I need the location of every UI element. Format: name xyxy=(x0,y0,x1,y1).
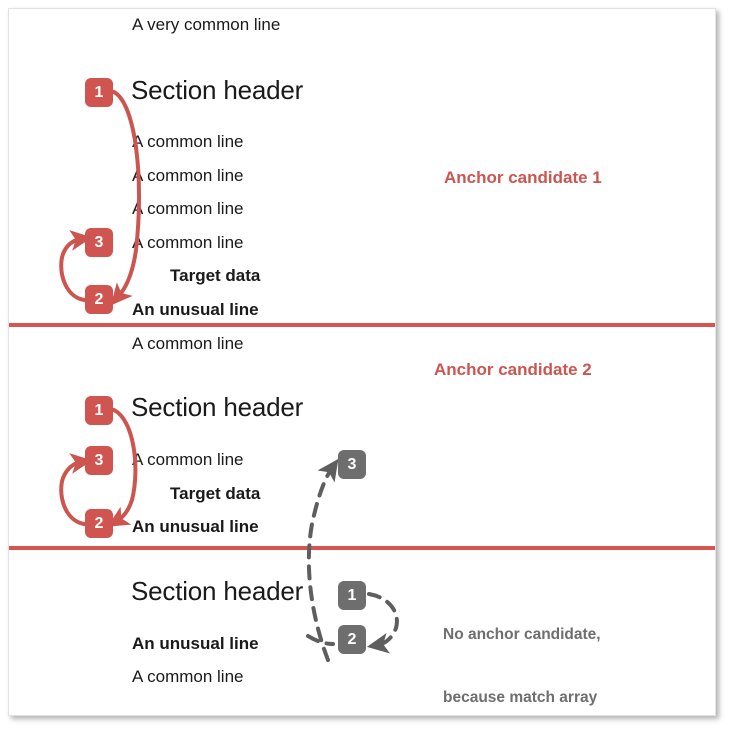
anchor-candidate-2-label: Anchor candidate 2 xyxy=(434,360,592,379)
section2-target-data: Target data xyxy=(170,484,261,503)
section1-common-line-2: A common line xyxy=(132,166,244,185)
section1-badge-3: 3 xyxy=(85,228,113,257)
section3-gray-badge-2: 2 xyxy=(338,625,366,654)
section3-section-header: Section header xyxy=(131,576,304,606)
no-anchor-note: No anchor candidate, because match array… xyxy=(443,582,611,732)
section-divider-1 xyxy=(9,323,715,327)
section1-arrow-1-to-2 xyxy=(110,90,141,306)
section1-arrow-2-to-3 xyxy=(59,230,93,302)
section1-badge-1: 1 xyxy=(85,78,113,107)
section1-unusual-line: An unusual line xyxy=(132,300,259,319)
section1-common-line-4: A common line xyxy=(132,233,244,252)
section1-section-header: Section header xyxy=(131,75,304,105)
section1-common-line-3: A common line xyxy=(132,199,244,218)
no-anchor-note-line-2: because match array xyxy=(443,689,598,706)
section3-arrow-stub-to-badge-2 xyxy=(306,634,335,646)
section2-badge-2: 2 xyxy=(85,509,113,538)
section1-line-very-common: A very common line xyxy=(132,15,281,34)
section2-badge-1: 1 xyxy=(85,396,113,425)
section1-target-data: Target data xyxy=(170,266,261,285)
section2-section-header: Section header xyxy=(131,392,304,422)
section3-unusual-line: An unusual line xyxy=(132,634,259,653)
section2-arrow-2-to-3 xyxy=(59,453,93,526)
section1-badge-2: 2 xyxy=(85,285,113,314)
section2-common-line-2: A common line xyxy=(132,450,244,469)
section1-common-line-1: A common line xyxy=(132,132,244,151)
section3-arrow-to-gray-badge-3 xyxy=(306,458,339,662)
section3-arrow-1-to-2 xyxy=(366,592,399,654)
section2-common-line-1: A common line xyxy=(132,334,244,353)
section2-unusual-line: An unusual line xyxy=(132,517,259,536)
section3-common-line-1: A common line xyxy=(132,667,244,686)
section3-gray-badge-1: 1 xyxy=(338,581,366,610)
section2-badge-3: 3 xyxy=(85,446,113,475)
section-divider-2 xyxy=(9,546,715,550)
no-anchor-note-line-1: No anchor candidate, xyxy=(443,626,601,643)
anchor-candidate-1-label: Anchor candidate 1 xyxy=(444,168,602,187)
section2-gray-badge-3: 3 xyxy=(338,450,366,479)
